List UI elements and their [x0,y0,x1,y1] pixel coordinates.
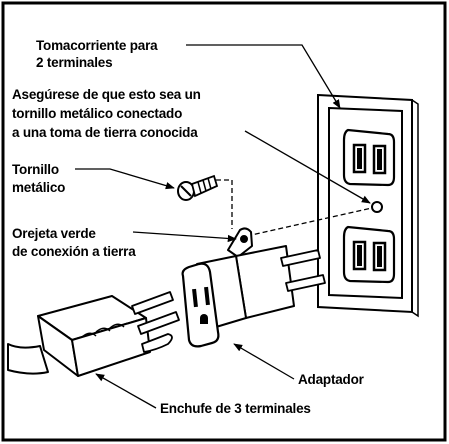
screw-leader [75,168,175,190]
metal-screw [177,174,219,201]
adapter-label: Adaptador [298,372,365,387]
leader-lines [75,44,371,409]
alignment-lines [216,179,373,237]
ensure-label: Asegúrese de que esto sea un tornillo me… [12,87,204,140]
wall-outlet [317,93,419,318]
lug-label: Orejeta verde de conexión a tierra [12,226,136,259]
lower-receptacle [342,225,396,284]
plug-label: Enchufe de 3 terminales [160,401,311,416]
ensure-leader [244,130,371,204]
three-prong-plug [7,291,180,377]
screw-label: Tornillo metálico [12,162,65,195]
adapter-leader [233,343,295,380]
grounding-adapter [181,227,326,348]
outlet-label: Tomacorriente para 2 terminales [36,38,161,70]
center-screw-hole [371,201,383,213]
upper-receptacle [342,128,396,187]
lug-leader [132,231,237,243]
outlet-leader [186,44,341,109]
plug-leader [95,373,157,409]
